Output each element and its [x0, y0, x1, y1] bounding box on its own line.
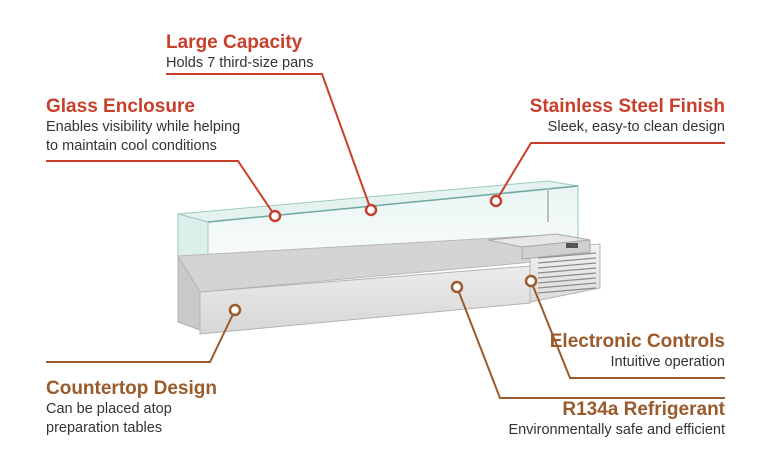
- feature-title: Countertop Design: [46, 378, 217, 399]
- marker-large-capacity: [364, 203, 378, 217]
- marker-stainless-steel: [489, 194, 503, 208]
- ventilation-grille: [537, 252, 597, 294]
- feature-title: Glass Enclosure: [46, 96, 195, 117]
- callout-line-countertop-design: [46, 309, 236, 363]
- feature-countertop-design: Countertop Design Can be placed atop pre…: [46, 378, 217, 438]
- feature-desc: Holds 7 third-size pans: [166, 55, 314, 71]
- feature-desc: Intuitive operation: [610, 354, 725, 370]
- callout-markers: [228, 194, 538, 317]
- feature-desc: Enables visibility while helping: [46, 119, 241, 135]
- callout-line-glass-enclosure: [46, 160, 276, 217]
- feature-r134a-refrigerant: R134a Refrigerant Environmentally safe a…: [508, 399, 725, 440]
- callout-line-electronic-controls: [530, 280, 725, 379]
- feature-title: Electronic Controls: [549, 331, 725, 352]
- callout-line-r134a: [456, 286, 725, 399]
- marker-countertop-design: [228, 303, 242, 317]
- feature-title: R134a Refrigerant: [562, 399, 725, 420]
- feature-large-capacity: Large Capacity Holds 7 third-size pans: [166, 32, 314, 73]
- feature-stainless-steel-finish: Stainless Steel Finish Sleek, easy-to cl…: [530, 96, 725, 137]
- feature-title: Stainless Steel Finish: [529, 96, 725, 117]
- marker-r134a: [450, 280, 464, 294]
- feature-desc: Environmentally safe and efficient: [508, 422, 725, 438]
- feature-desc: preparation tables: [46, 420, 163, 436]
- feature-electronic-controls: Electronic Controls Intuitive operation: [550, 331, 725, 372]
- feature-title: Large Capacity: [166, 32, 303, 53]
- feature-desc: to maintain cool conditions: [46, 138, 217, 154]
- callout-line-stainless-steel: [495, 142, 725, 202]
- control-display: [566, 243, 578, 248]
- feature-desc: Sleek, easy-to clean design: [547, 119, 725, 135]
- marker-electronic-controls: [524, 274, 538, 288]
- feature-glass-enclosure: Glass Enclosure Enables visibility while…: [46, 96, 240, 156]
- unit-front: [199, 265, 531, 335]
- callout-line-large-capacity: [166, 73, 372, 211]
- refrigerated-display-unit: [177, 180, 601, 335]
- marker-glass-enclosure: [268, 209, 282, 223]
- feature-desc: Can be placed atop: [46, 401, 172, 417]
- callout-lines: [46, 73, 725, 399]
